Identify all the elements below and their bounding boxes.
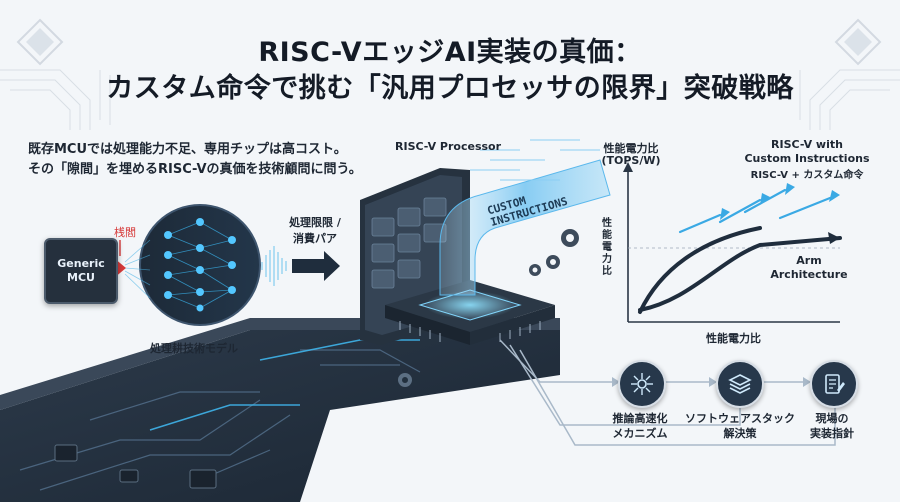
chart-y-title-line1: 性能電力比: [603, 142, 659, 155]
step1-label-line1: 推論高速化: [612, 412, 668, 425]
mcu-label-line2: MCU: [67, 271, 95, 284]
ai-chip-icon: [631, 373, 653, 395]
bottleneck-label: 桟閻: [114, 226, 136, 239]
document-edit-icon: [825, 374, 845, 394]
data-stream: [470, 139, 600, 181]
processing-limit-label-line1: 処理限限 /: [289, 216, 341, 229]
arm-curve: [638, 236, 842, 312]
intro-text-line1: 既存MCUでは処理能力不足、専用チップは高コスト。: [28, 142, 347, 157]
arm-label-line2: Architecture: [770, 268, 848, 281]
step3-label-line2: 実装指針: [810, 427, 854, 440]
output-waveform: [261, 246, 287, 286]
riscv-label-line2: Custom Instructions: [744, 152, 870, 165]
chart-x-axis-label: 性能電力比: [706, 332, 761, 345]
corner-decoration-right: [799, 18, 900, 130]
corner-decoration-left: [0, 18, 111, 130]
performance-chart: [623, 162, 842, 323]
riscv-label-line1: RISC-V with: [771, 138, 843, 151]
step-software-stack: [716, 360, 764, 408]
chart-y-axis-label: 性能電力比: [602, 218, 612, 277]
chart-y-title-line2: (TOPS/W): [601, 154, 661, 167]
riscv-curve: [638, 226, 762, 314]
arm-label-line1: Arm: [796, 254, 822, 267]
generic-mcu-chip: Generic MCU: [44, 238, 118, 304]
intro-text-line2: その「隙間」を埋めるRISC-Vの真価を技術顧問に問う。: [28, 162, 362, 177]
mcu-signal-lines: [124, 239, 151, 299]
board-gear-icon: [398, 373, 412, 387]
step3-label-line1: 現場の: [815, 412, 849, 425]
neural-network-model: [139, 204, 261, 326]
flow-lines: [499, 339, 836, 446]
step-ai-acceleration: [618, 360, 666, 408]
page-title-line1: RISC-VエッジAI実装の真価：: [258, 37, 642, 68]
board-chips: [54, 444, 217, 489]
processing-limit-label-line2: 消費パア: [293, 232, 337, 245]
flow-arrow-to-processor: [292, 251, 340, 281]
step2-label-line1: ソフトウェアスタック: [685, 412, 795, 425]
step2-label-line2: 解決策: [723, 427, 757, 440]
custom-instructions-ribbon: [439, 159, 611, 296]
mcu-label-line1: Generic: [57, 257, 105, 270]
gear-icon: [529, 229, 579, 276]
step-field-guideline: [810, 360, 858, 408]
page-title-line2: カスタム命令で挑む「汎用プロセッサの限界」突破戦略: [106, 73, 794, 104]
processor-chip: [385, 280, 555, 345]
processor-label: RISC-V Processor: [395, 140, 502, 153]
stack-layers-icon: [728, 374, 752, 394]
model-label: 処理耕技術モデル: [150, 342, 238, 355]
circuit-board-floor: [0, 330, 560, 502]
step1-label-line2: メカニズム: [612, 427, 668, 440]
riscv-label-line3: RISC-V + カスタム命令: [750, 170, 864, 181]
